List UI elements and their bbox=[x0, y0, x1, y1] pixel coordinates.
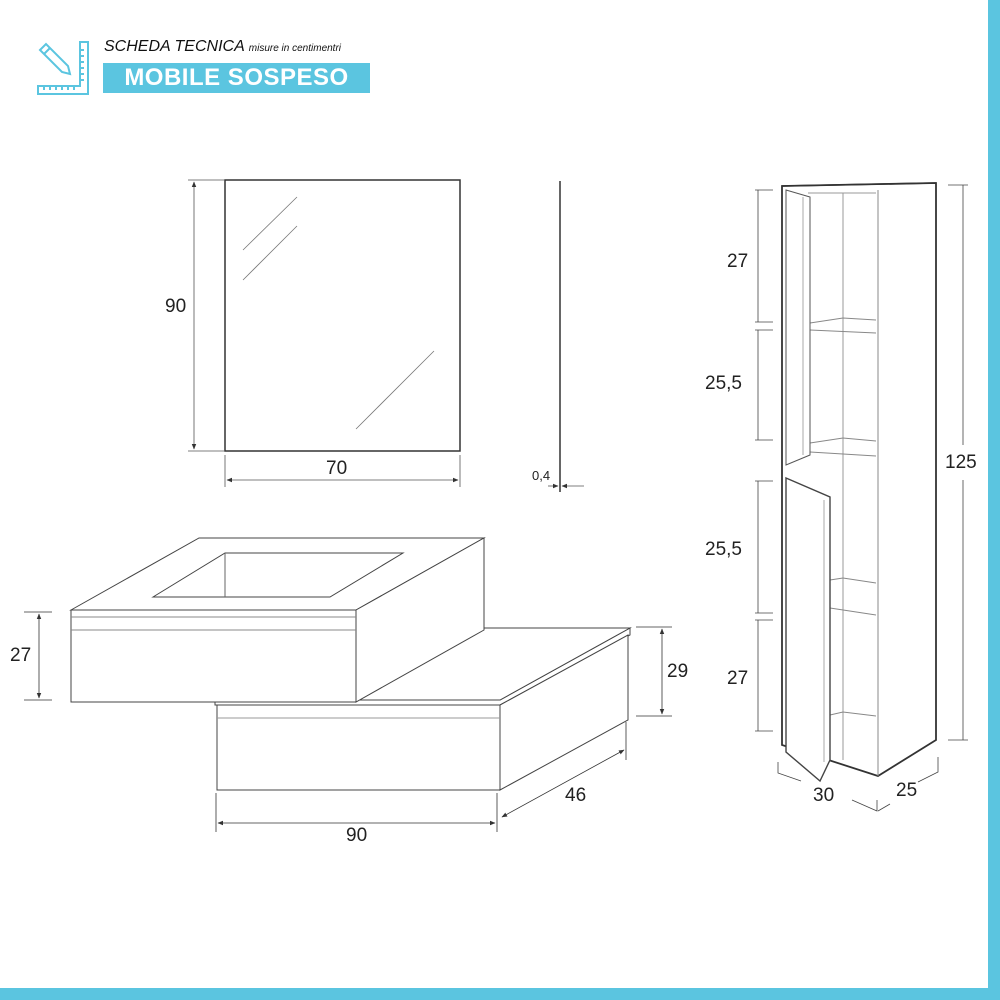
frame-border-right bbox=[988, 0, 1000, 1000]
column-section-3-label: 25,5 bbox=[705, 539, 742, 560]
units-note: misure in centimentri bbox=[248, 43, 342, 54]
column-section-4-label: 27 bbox=[727, 668, 749, 689]
mirror-height-label: 90 bbox=[165, 296, 187, 317]
ruler-pencil-icon bbox=[37, 41, 89, 95]
column-depth-label: 25 bbox=[896, 780, 918, 801]
sheet-title-text: SCHEDA TECNICA bbox=[104, 38, 245, 55]
frame-border-bottom bbox=[0, 988, 1000, 1000]
column-section-1-label: 27 bbox=[727, 251, 749, 272]
column-cabinet-drawing bbox=[781, 182, 937, 783]
base-cabinet-drawing bbox=[69, 537, 632, 791]
mirror-drawing bbox=[188, 179, 584, 492]
product-banner: MOBILE SOSPESO bbox=[103, 63, 370, 93]
cabinet-depth-label: 46 bbox=[565, 785, 587, 806]
mirror-width-label: 70 bbox=[326, 458, 348, 479]
cabinet-width-label: 90 bbox=[346, 825, 368, 846]
column-section-2-label: 25,5 bbox=[705, 373, 742, 394]
upper-cabinet-height-label: 27 bbox=[10, 645, 32, 666]
lower-cabinet-height-label: 29 bbox=[667, 661, 689, 682]
column-total-height-label: 125 bbox=[945, 452, 977, 473]
mirror-thickness-label: 0,4 bbox=[532, 468, 551, 483]
column-width-label: 30 bbox=[813, 785, 835, 806]
